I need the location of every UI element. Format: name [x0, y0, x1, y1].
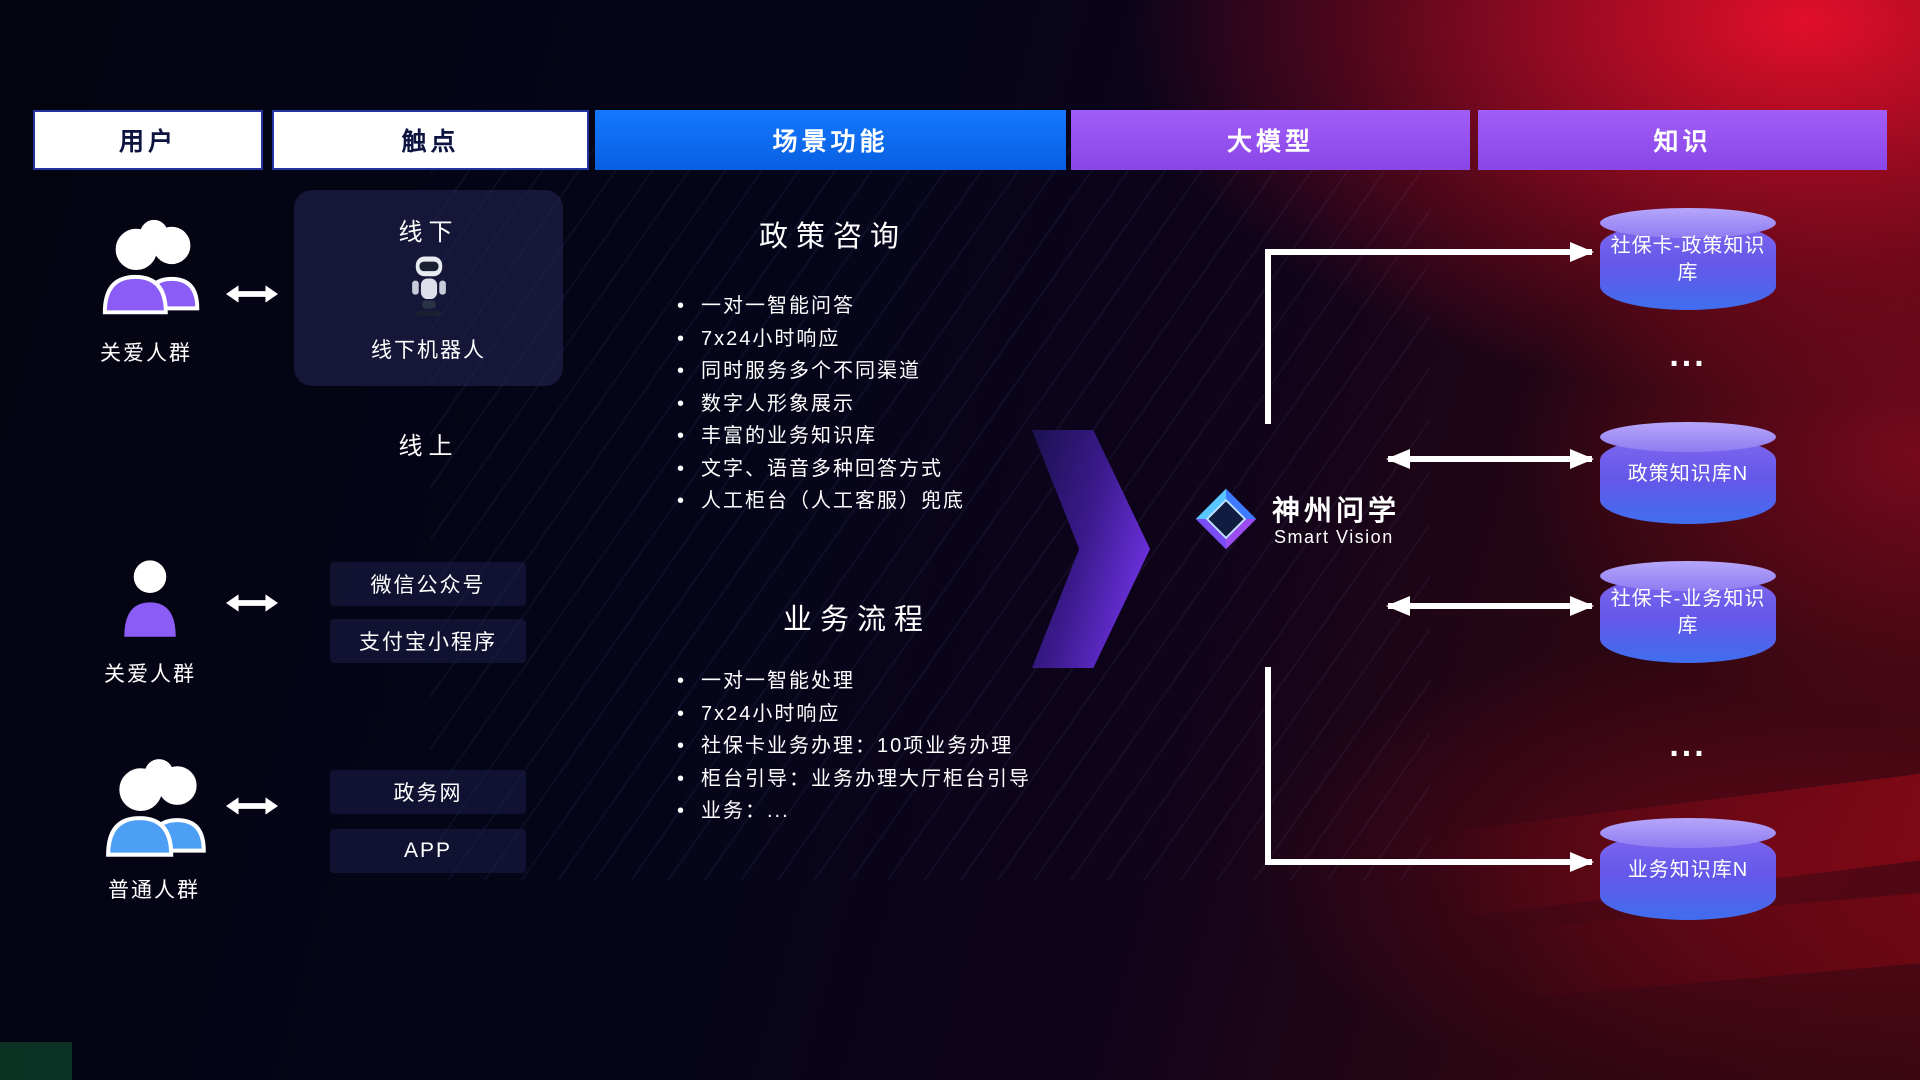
- scene-bullet: 同时服务多个不同渠道: [675, 355, 1105, 388]
- channel-gov-web-label: 政务网: [393, 782, 463, 805]
- policy-bullet-list: 一对一智能问答 7x24小时响应 同时服务多个不同渠道 数字人形象展示 丰富的业…: [675, 290, 1105, 518]
- user-person-label: 关爱人群: [104, 663, 196, 686]
- scene-bullet: 一对一智能处理: [675, 665, 1105, 698]
- bidirectional-arrow-icon: [226, 791, 278, 821]
- policy-section-title: 政策咨询: [758, 221, 907, 253]
- scene-bullet: 数字人形象展示: [675, 388, 1105, 421]
- knowledge-db-policy-n: 政策知识库N: [1600, 422, 1776, 524]
- cylinder-top: [1600, 208, 1776, 238]
- header-knowledge: 知识: [1478, 110, 1887, 170]
- bidirectional-arrow-icon: [226, 279, 278, 309]
- channel-alipay-label: 支付宝小程序: [359, 631, 497, 654]
- flow-arrow: [1032, 430, 1150, 668]
- channel-wechat-label: 微信公众号: [370, 574, 486, 597]
- business-section-title: 业务流程: [782, 604, 931, 636]
- corner-accent-decoration: [0, 1042, 72, 1080]
- header-scene-functions-label: 场景功能: [772, 128, 889, 156]
- knowledge-ellipsis: ...: [1669, 336, 1707, 374]
- offline-robot-label: 线下机器人: [371, 339, 486, 362]
- bidirectional-arrow-icon: [226, 588, 278, 618]
- header-users-label: 用户: [118, 128, 177, 156]
- scene-bullet: 7x24小时响应: [675, 323, 1105, 356]
- knowledge-db-label: 社保卡-业务知识库: [1610, 588, 1766, 637]
- scene-bullet: 社保卡业务办理：10项业务办理: [675, 730, 1105, 763]
- header-touchpoints: 触点: [272, 110, 589, 170]
- model-name: 神州问学: [1272, 495, 1401, 526]
- user-general-label: 普通人群: [108, 879, 200, 902]
- header-users: 用户: [33, 110, 263, 170]
- scene-bullet: 丰富的业务知识库: [675, 420, 1105, 453]
- cylinder-top: [1600, 422, 1776, 452]
- user-group-label: 关爱人群: [100, 342, 192, 365]
- online-title: 线上: [398, 433, 459, 460]
- knowledge-db-label: 业务知识库N: [1627, 858, 1749, 881]
- scene-bullet: 业务：...: [675, 795, 1105, 828]
- header-knowledge-label: 知识: [1653, 128, 1712, 156]
- scene-bullet: 人工柜台（人工客服）兜底: [675, 485, 1105, 518]
- channel-app: APP: [330, 829, 526, 873]
- scene-bullet: 文字、语音多种回答方式: [675, 453, 1105, 486]
- header-large-model: 大模型: [1071, 110, 1470, 170]
- scene-bullet: 一对一智能问答: [675, 290, 1105, 323]
- scene-bullet: 柜台引导：业务办理大厅柜台引导: [675, 763, 1105, 796]
- channel-app-label: APP: [403, 839, 453, 862]
- cylinder-top: [1600, 561, 1776, 591]
- model-subtitle: Smart Vision: [1274, 527, 1394, 547]
- channel-alipay: 支付宝小程序: [330, 619, 526, 663]
- users-group-purple-icon: [95, 214, 213, 328]
- knowledge-db-business-n: 业务知识库N: [1600, 818, 1776, 920]
- offline-title: 线下: [398, 219, 459, 246]
- knowledge-db-policy-sscard: 社保卡-政策知识库: [1600, 208, 1776, 310]
- header-large-model-label: 大模型: [1226, 128, 1314, 156]
- user-person-purple-icon: [120, 548, 180, 650]
- knowledge-db-business-sscard: 社保卡-业务知识库: [1600, 561, 1776, 663]
- header-touchpoints-label: 触点: [401, 128, 460, 156]
- business-bullet-list: 一对一智能处理 7x24小时响应 社保卡业务办理：10项业务办理 柜台引导：业务…: [675, 665, 1105, 828]
- knowledge-ellipsis: ...: [1669, 726, 1707, 764]
- scene-bullet: 7x24小时响应: [675, 698, 1105, 731]
- robot-icon: [407, 252, 451, 324]
- channel-gov-web: 政务网: [330, 770, 526, 814]
- header-scene-functions: 场景功能: [595, 110, 1066, 170]
- knowledge-db-label: 政策知识库N: [1627, 462, 1749, 485]
- channel-wechat: 微信公众号: [330, 562, 526, 606]
- users-group-blue-icon: [98, 752, 220, 872]
- knowledge-db-label: 社保卡-政策知识库: [1610, 235, 1766, 284]
- smart-vision-logo-icon: [1192, 485, 1260, 553]
- cylinder-top: [1600, 818, 1776, 848]
